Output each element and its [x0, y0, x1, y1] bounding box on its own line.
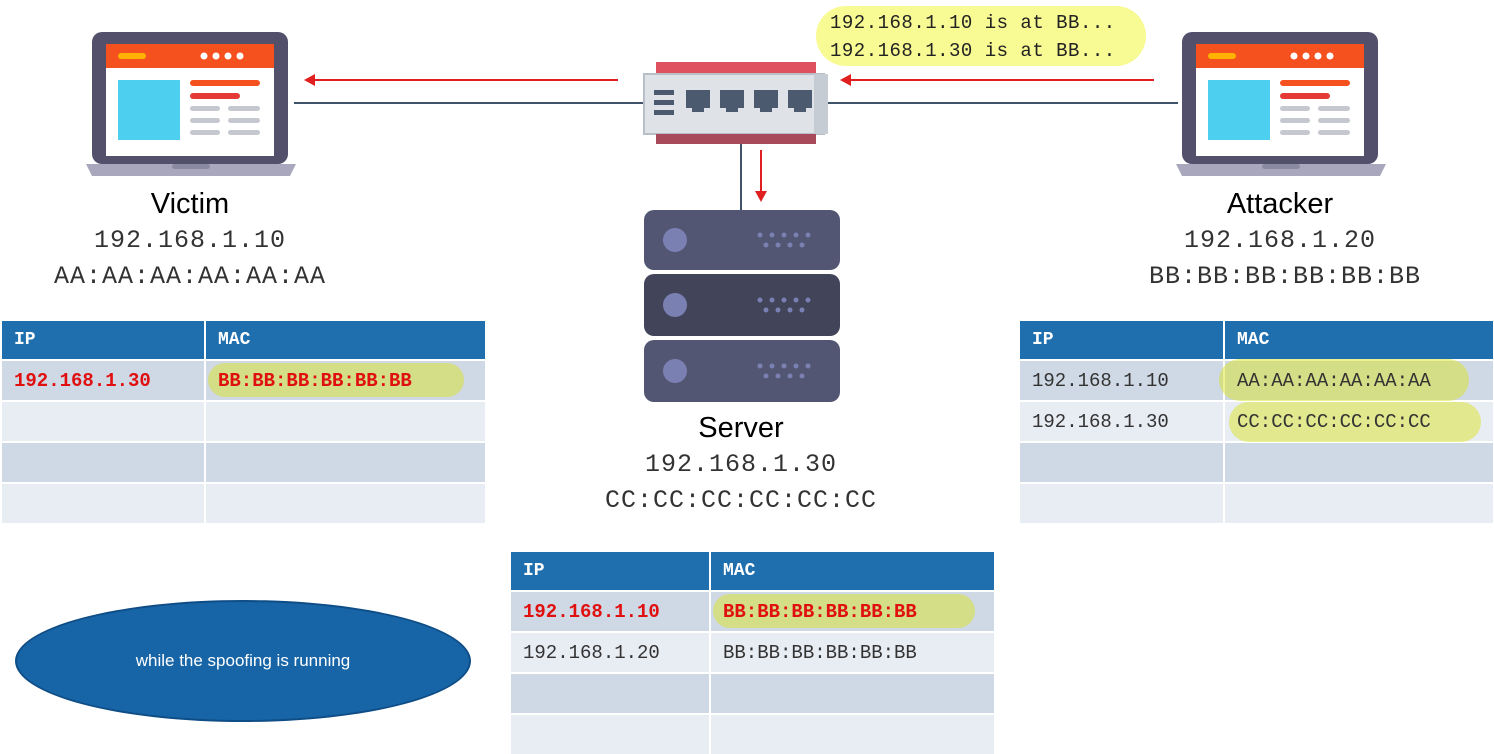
server-mac: CC:CC:CC:CC:CC:CC	[604, 486, 878, 515]
table-row: 192.168.1.10 AA:AA:AA:AA:AA:AA	[1020, 359, 1494, 401]
header-mac: MAC	[1224, 321, 1494, 360]
cell-ip: 192.168.1.30	[2, 359, 206, 401]
server-ip: 192.168.1.30	[644, 450, 838, 479]
server-icon	[644, 210, 840, 402]
table-row	[511, 713, 996, 754]
switch-icon	[643, 62, 828, 144]
status-note: while the spoofing is running	[15, 600, 471, 722]
learned-mac-highlight	[1219, 359, 1469, 401]
table-row	[2, 441, 487, 483]
attacker-laptop-icon	[1176, 32, 1386, 176]
status-note-text: while the spoofing is running	[135, 651, 351, 670]
attacker-ip: 192.168.1.20	[1183, 226, 1377, 255]
table-row: 192.168.1.30 BB:BB:BB:BB:BB:BB	[2, 359, 487, 401]
cell-ip: 192.168.1.10	[511, 590, 711, 632]
wire-switch-server	[740, 142, 742, 210]
attacker-mac: BB:BB:BB:BB:BB:BB	[1148, 262, 1422, 291]
arrow-to-switch	[840, 74, 1154, 86]
spoof-message-highlight	[816, 6, 1146, 66]
table-row	[1020, 441, 1494, 483]
victim-mac: AA:AA:AA:AA:AA:AA	[53, 262, 327, 291]
server-name: Server	[698, 412, 784, 444]
table-row	[2, 482, 487, 523]
victim-laptop-icon	[86, 32, 296, 176]
cell-mac: AA:AA:AA:AA:AA:AA	[1219, 359, 1494, 401]
learned-mac-highlight	[1229, 402, 1481, 442]
attacker-name: Attacker	[1226, 188, 1334, 220]
arrow-to-victim	[304, 74, 618, 86]
spoof-message-1: 192.168.1.10 is at BB...	[830, 12, 1116, 34]
cell-ip: 192.168.1.30	[1020, 400, 1225, 442]
attacker-arp-table: IP MAC 192.168.1.10 AA:AA:AA:AA:AA:AA 19…	[1020, 321, 1494, 523]
arrow-to-server	[755, 150, 767, 202]
spoof-message-2: 192.168.1.30 is at BB...	[830, 40, 1116, 62]
victim-arp-table: IP MAC 192.168.1.30 BB:BB:BB:BB:BB:BB	[2, 321, 487, 523]
victim-ip: 192.168.1.10	[93, 226, 287, 255]
wire-switch-attacker	[826, 102, 1178, 104]
wire-victim-switch	[294, 102, 644, 104]
cell-ip: 192.168.1.20	[511, 631, 711, 673]
table-row	[1020, 482, 1494, 523]
server-arp-table: IP MAC 192.168.1.10 BB:BB:BB:BB:BB:BB 19…	[511, 552, 996, 754]
header-mac: MAC	[710, 552, 996, 591]
table-row: 192.168.1.20 BB:BB:BB:BB:BB:BB	[511, 631, 996, 673]
table-row: 192.168.1.30 CC:CC:CC:CC:CC:CC	[1020, 400, 1494, 442]
header-ip: IP	[2, 321, 206, 360]
spoof-highlight	[713, 594, 975, 628]
cell-mac: CC:CC:CC:CC:CC:CC	[1224, 400, 1494, 442]
spoof-highlight	[208, 363, 464, 397]
table-row: 192.168.1.10 BB:BB:BB:BB:BB:BB	[511, 590, 996, 632]
header-mac: MAC	[205, 321, 487, 360]
cell-mac: BB:BB:BB:BB:BB:BB	[710, 631, 996, 673]
header-ip: IP	[1020, 321, 1225, 360]
cell-mac: BB:BB:BB:BB:BB:BB	[710, 590, 996, 632]
cell-ip: 192.168.1.10	[1020, 359, 1225, 401]
header-ip: IP	[511, 552, 711, 591]
cell-mac: BB:BB:BB:BB:BB:BB	[205, 359, 487, 401]
victim-name: Victim	[150, 188, 230, 220]
table-row	[2, 400, 487, 442]
table-row	[511, 672, 996, 714]
